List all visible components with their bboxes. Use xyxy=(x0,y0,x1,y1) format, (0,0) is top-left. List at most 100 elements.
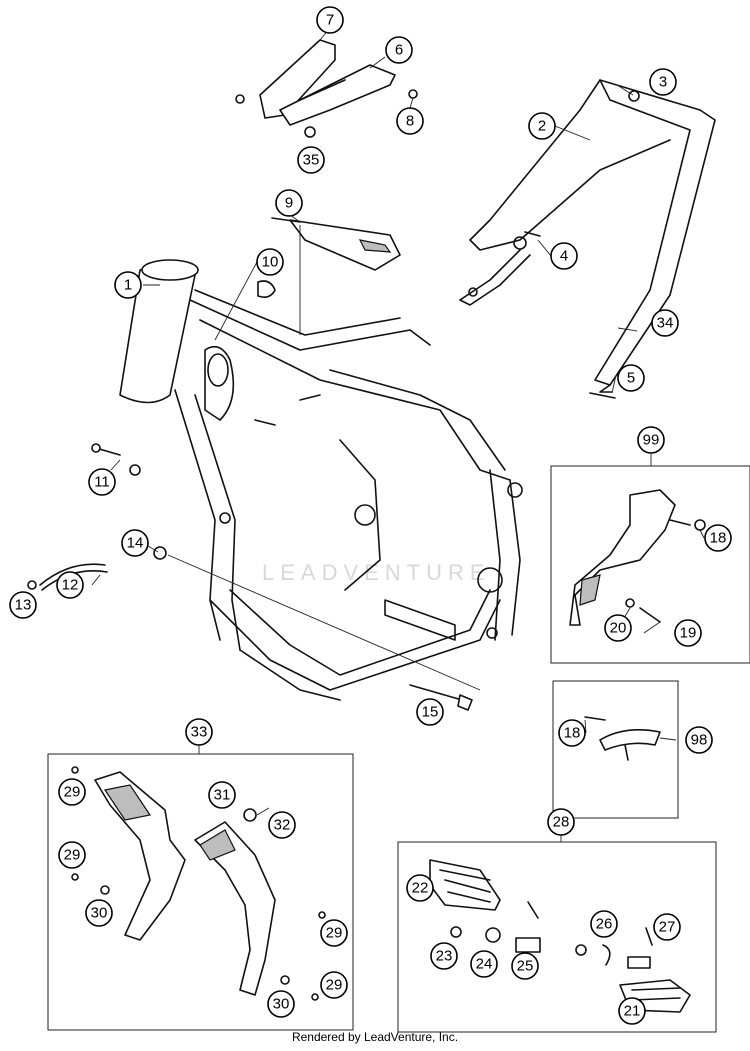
svg-text:33: 33 xyxy=(191,724,208,741)
callout-18-group-99: 18 xyxy=(704,524,732,552)
callout-30-a: 30 xyxy=(85,899,113,927)
svg-text:23: 23 xyxy=(436,948,453,965)
svg-text:29: 29 xyxy=(64,847,81,864)
group-28-parts xyxy=(429,859,691,1013)
callout-15: 15 xyxy=(416,698,444,726)
callout-32: 32 xyxy=(268,811,296,839)
callout-28: 28 xyxy=(547,808,575,836)
callout-23: 23 xyxy=(430,942,458,970)
group-98-parts xyxy=(584,716,661,761)
callout-7: 7 xyxy=(316,6,344,34)
callout-3: 3 xyxy=(649,68,677,96)
callout-29-b: 29 xyxy=(58,841,86,869)
svg-text:9: 9 xyxy=(285,195,293,212)
callout-26: 26 xyxy=(590,910,618,938)
svg-text:2: 2 xyxy=(538,118,546,135)
svg-text:6: 6 xyxy=(395,42,403,59)
group-box-33 xyxy=(47,753,354,1031)
svg-text:5: 5 xyxy=(627,370,635,387)
part-3-clip xyxy=(628,90,640,102)
callout-8: 8 xyxy=(396,107,424,135)
svg-text:24: 24 xyxy=(476,956,493,973)
svg-text:30: 30 xyxy=(91,905,108,922)
callout-31: 31 xyxy=(208,781,236,809)
callout-25: 25 xyxy=(511,952,539,980)
callout-35: 35 xyxy=(297,146,325,174)
callout-30-b: 30 xyxy=(267,990,295,1018)
group-33-parts xyxy=(71,766,326,1001)
callout-19: 19 xyxy=(674,619,702,647)
callout-14: 14 xyxy=(121,529,149,557)
callout-1: 1 xyxy=(114,271,142,299)
svg-text:31: 31 xyxy=(214,787,231,804)
svg-text:20: 20 xyxy=(610,620,627,637)
part-9-plate xyxy=(271,217,401,271)
svg-text:27: 27 xyxy=(659,919,676,936)
callout-20: 20 xyxy=(604,614,632,642)
callout-12: 12 xyxy=(56,571,84,599)
callout-29-a: 29 xyxy=(58,778,86,806)
callout-21: 21 xyxy=(618,997,646,1025)
svg-text:4: 4 xyxy=(560,248,568,265)
part-15-bolt xyxy=(409,684,473,711)
callout-6: 6 xyxy=(385,36,413,64)
svg-text:98: 98 xyxy=(691,732,708,749)
callout-99: 99 xyxy=(637,426,665,454)
callout-24: 24 xyxy=(470,950,498,978)
group-99-parts xyxy=(569,489,706,626)
group-box-99 xyxy=(550,465,750,664)
svg-text:14: 14 xyxy=(127,535,144,552)
bolts-11 xyxy=(91,443,141,476)
callout-4: 4 xyxy=(550,242,578,270)
svg-text:29: 29 xyxy=(64,784,81,801)
leader-lines xyxy=(91,27,705,842)
svg-text:26: 26 xyxy=(596,916,613,933)
svg-text:19: 19 xyxy=(680,625,697,642)
callout-29-d: 29 xyxy=(320,971,348,999)
svg-text:25: 25 xyxy=(517,958,534,975)
callout-29-c: 29 xyxy=(320,919,348,947)
callout-5: 5 xyxy=(617,364,645,392)
svg-text:30: 30 xyxy=(273,996,290,1013)
footer-credit: Rendered by LeadVenture, Inc. xyxy=(291,1030,459,1044)
svg-text:35: 35 xyxy=(303,152,320,169)
callout-13: 13 xyxy=(9,591,37,619)
callout-10: 10 xyxy=(256,248,284,276)
svg-text:10: 10 xyxy=(262,254,279,271)
svg-text:18: 18 xyxy=(564,725,581,742)
svg-text:15: 15 xyxy=(422,704,439,721)
callout-2: 2 xyxy=(528,112,556,140)
svg-text:34: 34 xyxy=(657,315,674,332)
part-4-bolt xyxy=(524,231,541,237)
callout-11: 11 xyxy=(88,468,116,496)
rear-subframe xyxy=(459,79,716,393)
svg-text:21: 21 xyxy=(624,1003,641,1020)
svg-text:28: 28 xyxy=(553,814,570,831)
svg-text:99: 99 xyxy=(643,432,660,449)
svg-text:1: 1 xyxy=(124,277,132,294)
callout-18-group-98: 18 xyxy=(558,719,586,747)
svg-text:18: 18 xyxy=(710,530,727,547)
callout-33: 33 xyxy=(185,718,213,746)
svg-text:22: 22 xyxy=(412,880,429,897)
svg-text:32: 32 xyxy=(274,817,291,834)
svg-text:3: 3 xyxy=(659,74,667,91)
svg-text:13: 13 xyxy=(15,597,32,614)
svg-text:29: 29 xyxy=(326,977,343,994)
svg-text:12: 12 xyxy=(62,577,79,594)
part-14-nut xyxy=(153,546,167,560)
callout-22: 22 xyxy=(406,874,434,902)
callout-98: 98 xyxy=(685,726,713,754)
callout-27: 27 xyxy=(653,913,681,941)
group-box-98 xyxy=(552,680,679,819)
svg-text:7: 7 xyxy=(326,12,334,29)
callout-34: 34 xyxy=(651,309,679,337)
watermark-text: LEADVENTURE xyxy=(262,560,491,585)
group-box-28 xyxy=(397,841,717,1033)
callout-9: 9 xyxy=(275,189,303,217)
main-frame xyxy=(119,259,523,701)
svg-text:11: 11 xyxy=(94,474,110,491)
svg-text:29: 29 xyxy=(326,925,343,942)
part-10-clip xyxy=(257,280,276,298)
